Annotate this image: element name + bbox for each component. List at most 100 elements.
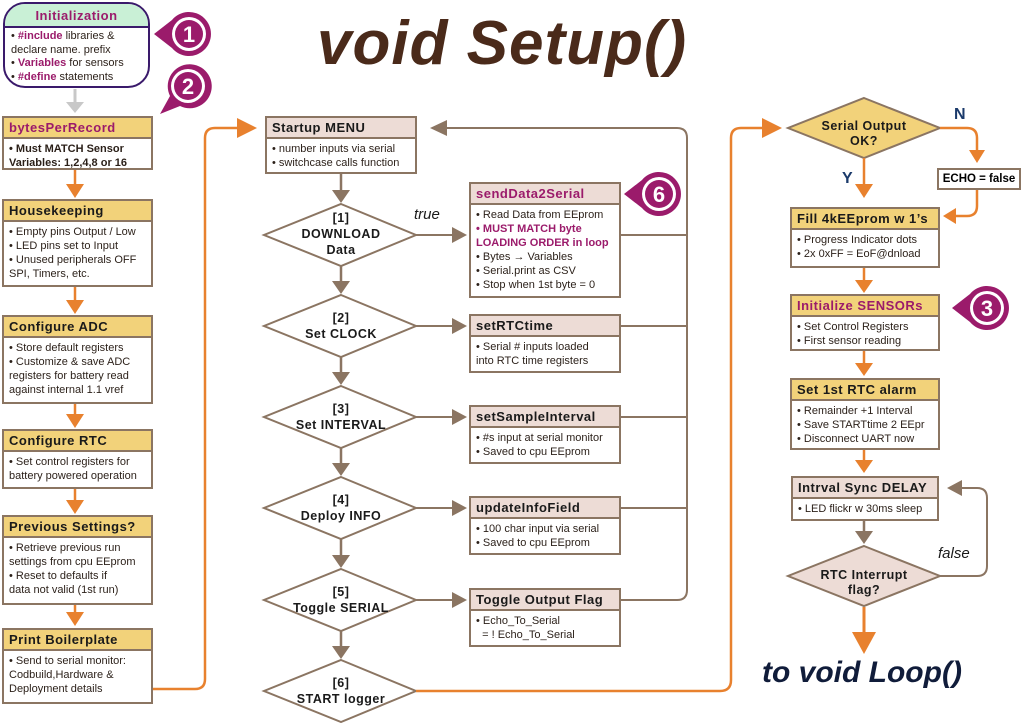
box-line: • Echo_To_Serial: [476, 615, 560, 627]
box-title: Intrval Sync DELAY: [793, 478, 937, 499]
box-title: Fill 4kEEprom w 1’s: [792, 209, 938, 230]
box-line: • Set Control Registers: [797, 321, 909, 333]
bytes-per-record-box: bytesPerRecord • Must MATCH Sensor Varia…: [2, 116, 153, 170]
box-line: battery powered operation: [9, 470, 137, 482]
box-line: • Saved to cpu EEprom: [476, 446, 590, 458]
no-label: N: [954, 106, 966, 123]
step-badge-2: 2: [160, 64, 212, 114]
box-line: • Stop when 1st byte = 0: [476, 279, 596, 291]
box-line: • First sensor reading: [797, 335, 902, 347]
init-line: declare name. prefix: [11, 43, 111, 56]
set-rtc-alarm-box: Set 1st RTC alarm • Remainder +1 Interva…: [790, 378, 940, 450]
box-line: • Must MATCH Sensor: [9, 143, 124, 155]
initialization-title: Initialization: [5, 4, 148, 28]
box-line: settings from cpu EEprom: [9, 556, 136, 568]
rtc-interrupt-diamond: [785, 544, 943, 608]
box-line: Codbuild,Hardware &: [9, 669, 114, 681]
previous-settings-box: Previous Settings? • Retrieve previous r…: [2, 515, 153, 605]
configure-rtc-box: Configure RTC • Set control registers fo…: [2, 429, 153, 489]
decision-deploy-info: [4]Deploy INFO: [300, 493, 382, 523]
decision-to-function-arrows: [416, 227, 467, 608]
to-void-loop-label: to void Loop(): [762, 656, 962, 689]
true-label: true: [414, 206, 440, 223]
init-line: • #include libraries &: [11, 30, 115, 42]
svg-text:2: 2: [182, 74, 194, 99]
box-line: Deployment details: [9, 683, 103, 695]
box-line: • Serial # inputs loaded: [476, 341, 589, 353]
box-line: • Bytes → Variables: [476, 251, 573, 263]
box-line: • Unused peripherals OFF: [9, 254, 137, 266]
box-line: into RTC time registers: [476, 355, 589, 367]
set-sample-interval-box: setSampleInterval • #s input at serial m…: [469, 405, 621, 464]
housekeeping-box: Housekeeping • Empty pins Output / Low •…: [2, 199, 153, 287]
box-title: setSampleInterval: [471, 407, 619, 428]
arrow-start-logger-to-serial-check: [416, 126, 765, 693]
false-label: false: [938, 545, 970, 562]
box-line: data not valid (1st run): [9, 584, 119, 596]
box-line: • Read Data from EEprom: [476, 209, 604, 221]
box-title: sendData2Serial: [471, 184, 619, 205]
box-line: • Set control registers for: [9, 456, 130, 468]
arrow-init-to-bytes: [66, 89, 84, 113]
startup-menu-box: Startup MENU • number inputs via serial …: [265, 116, 417, 174]
decision-set-interval: [3]Set INTERVAL: [295, 402, 387, 432]
box-line: LOADING ORDER in loop: [476, 237, 609, 249]
box-line: SPI, Timers, etc.: [9, 268, 90, 280]
box-line: • Progress Indicator dots: [797, 234, 918, 246]
menu-column-arrows: [332, 173, 350, 659]
box-line: • Customize & save ADC: [9, 356, 131, 368]
box-line: • Send to serial monitor:: [9, 655, 126, 667]
box-line: • Saved to cpu EEprom: [476, 537, 590, 549]
box-line: • LED pins set to Input: [9, 240, 119, 252]
send-data-to-serial-box: sendData2Serial • Read Data from EEprom …: [469, 182, 621, 298]
step-badge-6: 6: [624, 172, 681, 216]
update-info-field-box: updateInfoField • 100 char input via ser…: [469, 496, 621, 555]
box-line: • 2x 0xFF = EoF@dnload: [797, 248, 921, 260]
initialize-sensors-box: Initialize SENSORs • Set Control Registe…: [790, 294, 940, 351]
box-line: • number inputs via serial: [272, 143, 396, 155]
box-title: updateInfoField: [471, 498, 619, 519]
box-line: • switchcase calls function: [272, 157, 400, 169]
box-line: • Retrieve previous run: [9, 542, 121, 554]
box-title: Configure ADC: [4, 317, 151, 338]
left-column-arrows: [66, 170, 84, 626]
fill-eeprom-box: Fill 4kEEprom w 1’s • Progress Indicator…: [790, 207, 940, 268]
box-line: • Remainder +1 Interval: [797, 405, 913, 417]
svg-text:1: 1: [183, 22, 195, 47]
arrow-boilerplate-to-menu: [153, 126, 240, 691]
echo-false-box: ECHO = false: [937, 168, 1021, 190]
init-line: • Variables for sensors: [11, 57, 124, 69]
box-line: • Empty pins Output / Low: [9, 226, 136, 238]
step-badge-3: 3: [952, 286, 1009, 330]
decision-set-clock: [2]Set CLOCK: [305, 311, 377, 341]
box-title: Set 1st RTC alarm: [792, 380, 938, 401]
box-title: Previous Settings?: [4, 517, 151, 538]
box-line: • LED flickr w 30ms sleep: [798, 503, 923, 515]
box-line: • Reset to defaults if: [9, 570, 108, 582]
box-title: Initialize SENSORs: [792, 296, 938, 317]
svg-text:6: 6: [653, 182, 665, 207]
box-title: Startup MENU: [267, 118, 415, 139]
page-title: void Setup(): [317, 9, 688, 78]
set-rtc-time-box: setRTCtime • Serial # inputs loaded into…: [469, 314, 621, 373]
box-line: • #s input at serial monitor: [476, 432, 603, 444]
box-title: Housekeeping: [4, 201, 151, 222]
box-line: • Save STARTtime 2 EEpr: [797, 419, 925, 431]
box-line: • MUST MATCH byte: [476, 223, 582, 235]
box-line: • Store default registers: [9, 342, 124, 354]
decision-toggle-serial: [5]Toggle SERIAL: [293, 585, 389, 615]
box-title: Toggle Output Flag: [471, 590, 619, 611]
box-line: • Serial.print as CSV: [476, 265, 576, 277]
configure-adc-box: Configure ADC • Store default registers …: [2, 315, 153, 404]
box-line: against internal 1.1 vref: [9, 384, 124, 396]
box-line: = ! Echo_To_Serial: [476, 629, 575, 641]
box-line: registers for battery read: [9, 370, 129, 382]
decision-start-logger: [6]START logger: [296, 676, 386, 706]
yes-label: Y: [842, 170, 853, 187]
return-to-menu-loop: [445, 127, 688, 601]
print-boilerplate-box: Print Boilerplate • Send to serial monit…: [2, 628, 153, 704]
